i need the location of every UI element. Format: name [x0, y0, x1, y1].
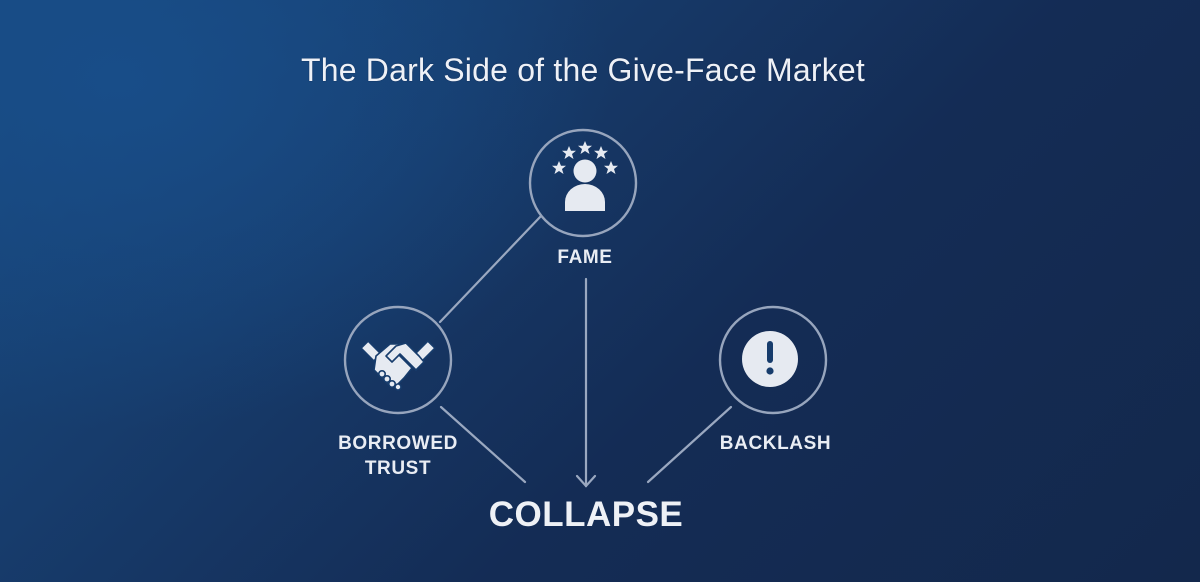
node-borrowed-trust — [343, 305, 453, 415]
exclamation-circle-icon — [742, 331, 798, 387]
edge-fame-borrowed-trust — [438, 214, 543, 324]
backlash-circle — [718, 305, 828, 415]
fame-circle — [528, 128, 638, 238]
backlash-label: BACKLASH — [719, 433, 832, 454]
handshake-icon — [360, 340, 436, 391]
arrowhead-icon — [575, 474, 597, 488]
borrowed-trust-label-line1: BORROWED — [338, 433, 458, 454]
borrowed-trust-circle — [343, 305, 453, 415]
fame-label: FAME — [557, 247, 613, 268]
borrowed-trust-label: BORROWED TRUST — [323, 431, 473, 481]
node-fame — [528, 128, 638, 238]
person-stars-icon — [552, 141, 618, 211]
edge-backlash-collapse — [646, 405, 733, 484]
borrowed-trust-label-line2: TRUST — [364, 458, 432, 479]
node-backlash — [718, 305, 828, 415]
collapse-label: COLLAPSE — [488, 495, 684, 534]
edge-borrowed-trust-collapse — [439, 405, 527, 484]
diagram-title: The Dark Side of the Give-Face Market — [300, 52, 866, 88]
